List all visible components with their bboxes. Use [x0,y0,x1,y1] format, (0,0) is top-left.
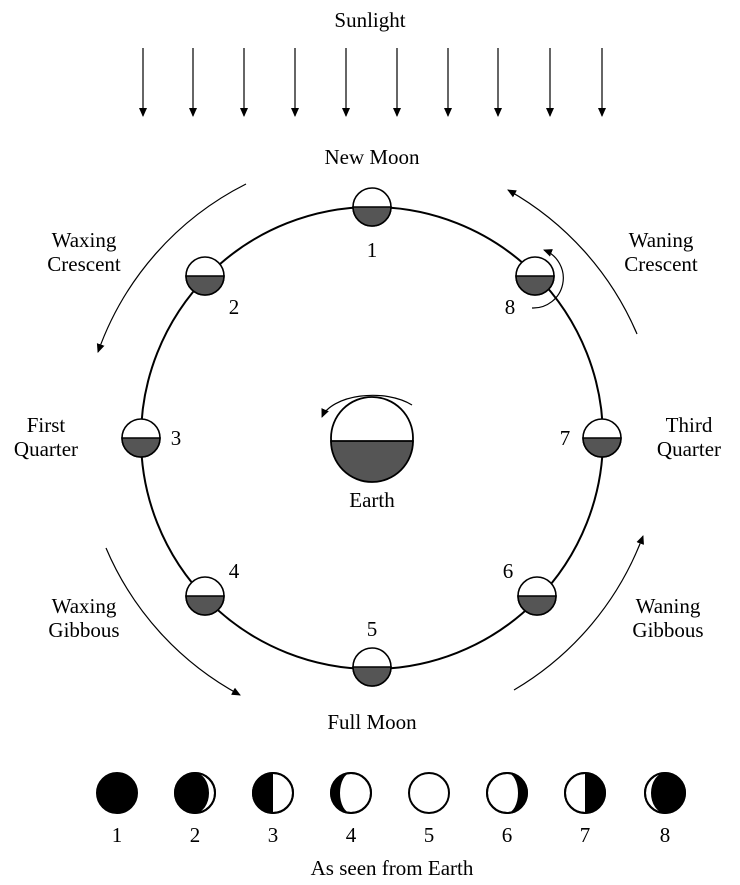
seen-phase-1 [96,772,138,814]
seen-phase-3 [252,772,294,814]
orbit-moon-2 [185,256,225,296]
seen-phase-2 [174,772,216,814]
waning-crescent-label-line1: Waning [629,228,694,252]
sunlight-label: Sunlight [334,8,405,32]
waning-gibbous-label-line2: Gibbous [632,618,703,642]
bottom-number-7: 7 [580,823,591,847]
first-quarter-label-line2: Quarter [14,437,78,461]
orbit-moon-1 [352,187,392,227]
waxing-crescent-label-line2: Crescent [47,252,121,276]
bottom-numbers: 1 2 3 4 5 6 7 8 [112,823,671,847]
seen-phase-5 [408,772,450,814]
orbit-moon-4 [185,576,225,616]
earth-rotation-arrow [321,394,413,418]
seen-phase-4 [330,772,372,814]
orbit-direction-arrows [96,183,644,696]
new-moon-label: New Moon [324,145,420,169]
waxing-gibbous-label-line1: Waxing [52,594,117,618]
earth [330,396,414,483]
waning-crescent-label-line2: Crescent [624,252,698,276]
waning-crescent-arrow [507,189,638,335]
orbit-numbers: 1 2 3 4 5 6 7 8 [171,238,571,641]
orbit-moon-3 [121,418,161,458]
phase-labels: New Moon Waxing Crescent First Quarter W… [14,145,721,734]
bottom-number-4: 4 [346,823,357,847]
waxing-gibbous-label-line2: Gibbous [48,618,119,642]
earth-label: Earth [349,488,395,512]
phases-as-seen-row [96,772,686,814]
orbit-moon-7 [582,418,622,458]
bottom-number-6: 6 [502,823,513,847]
waning-gibbous-label-line1: Waning [636,594,701,618]
seen-phase-6 [486,772,528,814]
seen-phase-8 [644,772,686,814]
third-quarter-label-line1: Third [666,413,713,437]
third-quarter-label-line2: Quarter [657,437,721,461]
orbit-moon-6 [517,576,557,616]
full-moon-label: Full Moon [327,710,417,734]
waxing-crescent-label-line1: Waxing [52,228,117,252]
waning-gibbous-arrow [513,535,644,691]
orbit-moon-5 [352,647,392,687]
orbit-number-3: 3 [171,426,182,450]
orbit-number-4: 4 [229,559,240,583]
bottom-number-3: 3 [268,823,279,847]
bottom-number-8: 8 [660,823,671,847]
orbit-moon-8 [515,256,555,296]
orbit-number-6: 6 [503,559,514,583]
bottom-number-5: 5 [424,823,435,847]
seen-phase-7 [564,772,606,814]
orbit-number-2: 2 [229,295,240,319]
orbit-number-8: 8 [505,295,516,319]
sunlight-arrows [139,48,606,117]
orbit-moons [121,187,622,687]
moon-rotation-arrow [531,249,564,309]
bottom-number-2: 2 [190,823,201,847]
waxing-gibbous-arrow [105,547,241,696]
bottom-caption: As seen from Earth [311,856,474,880]
orbit-number-7: 7 [560,426,571,450]
bottom-number-1: 1 [112,823,123,847]
orbit-number-5: 5 [367,617,378,641]
waxing-crescent-arrow [96,183,247,353]
first-quarter-label-line1: First [27,413,66,437]
orbit-number-1: 1 [367,238,378,262]
